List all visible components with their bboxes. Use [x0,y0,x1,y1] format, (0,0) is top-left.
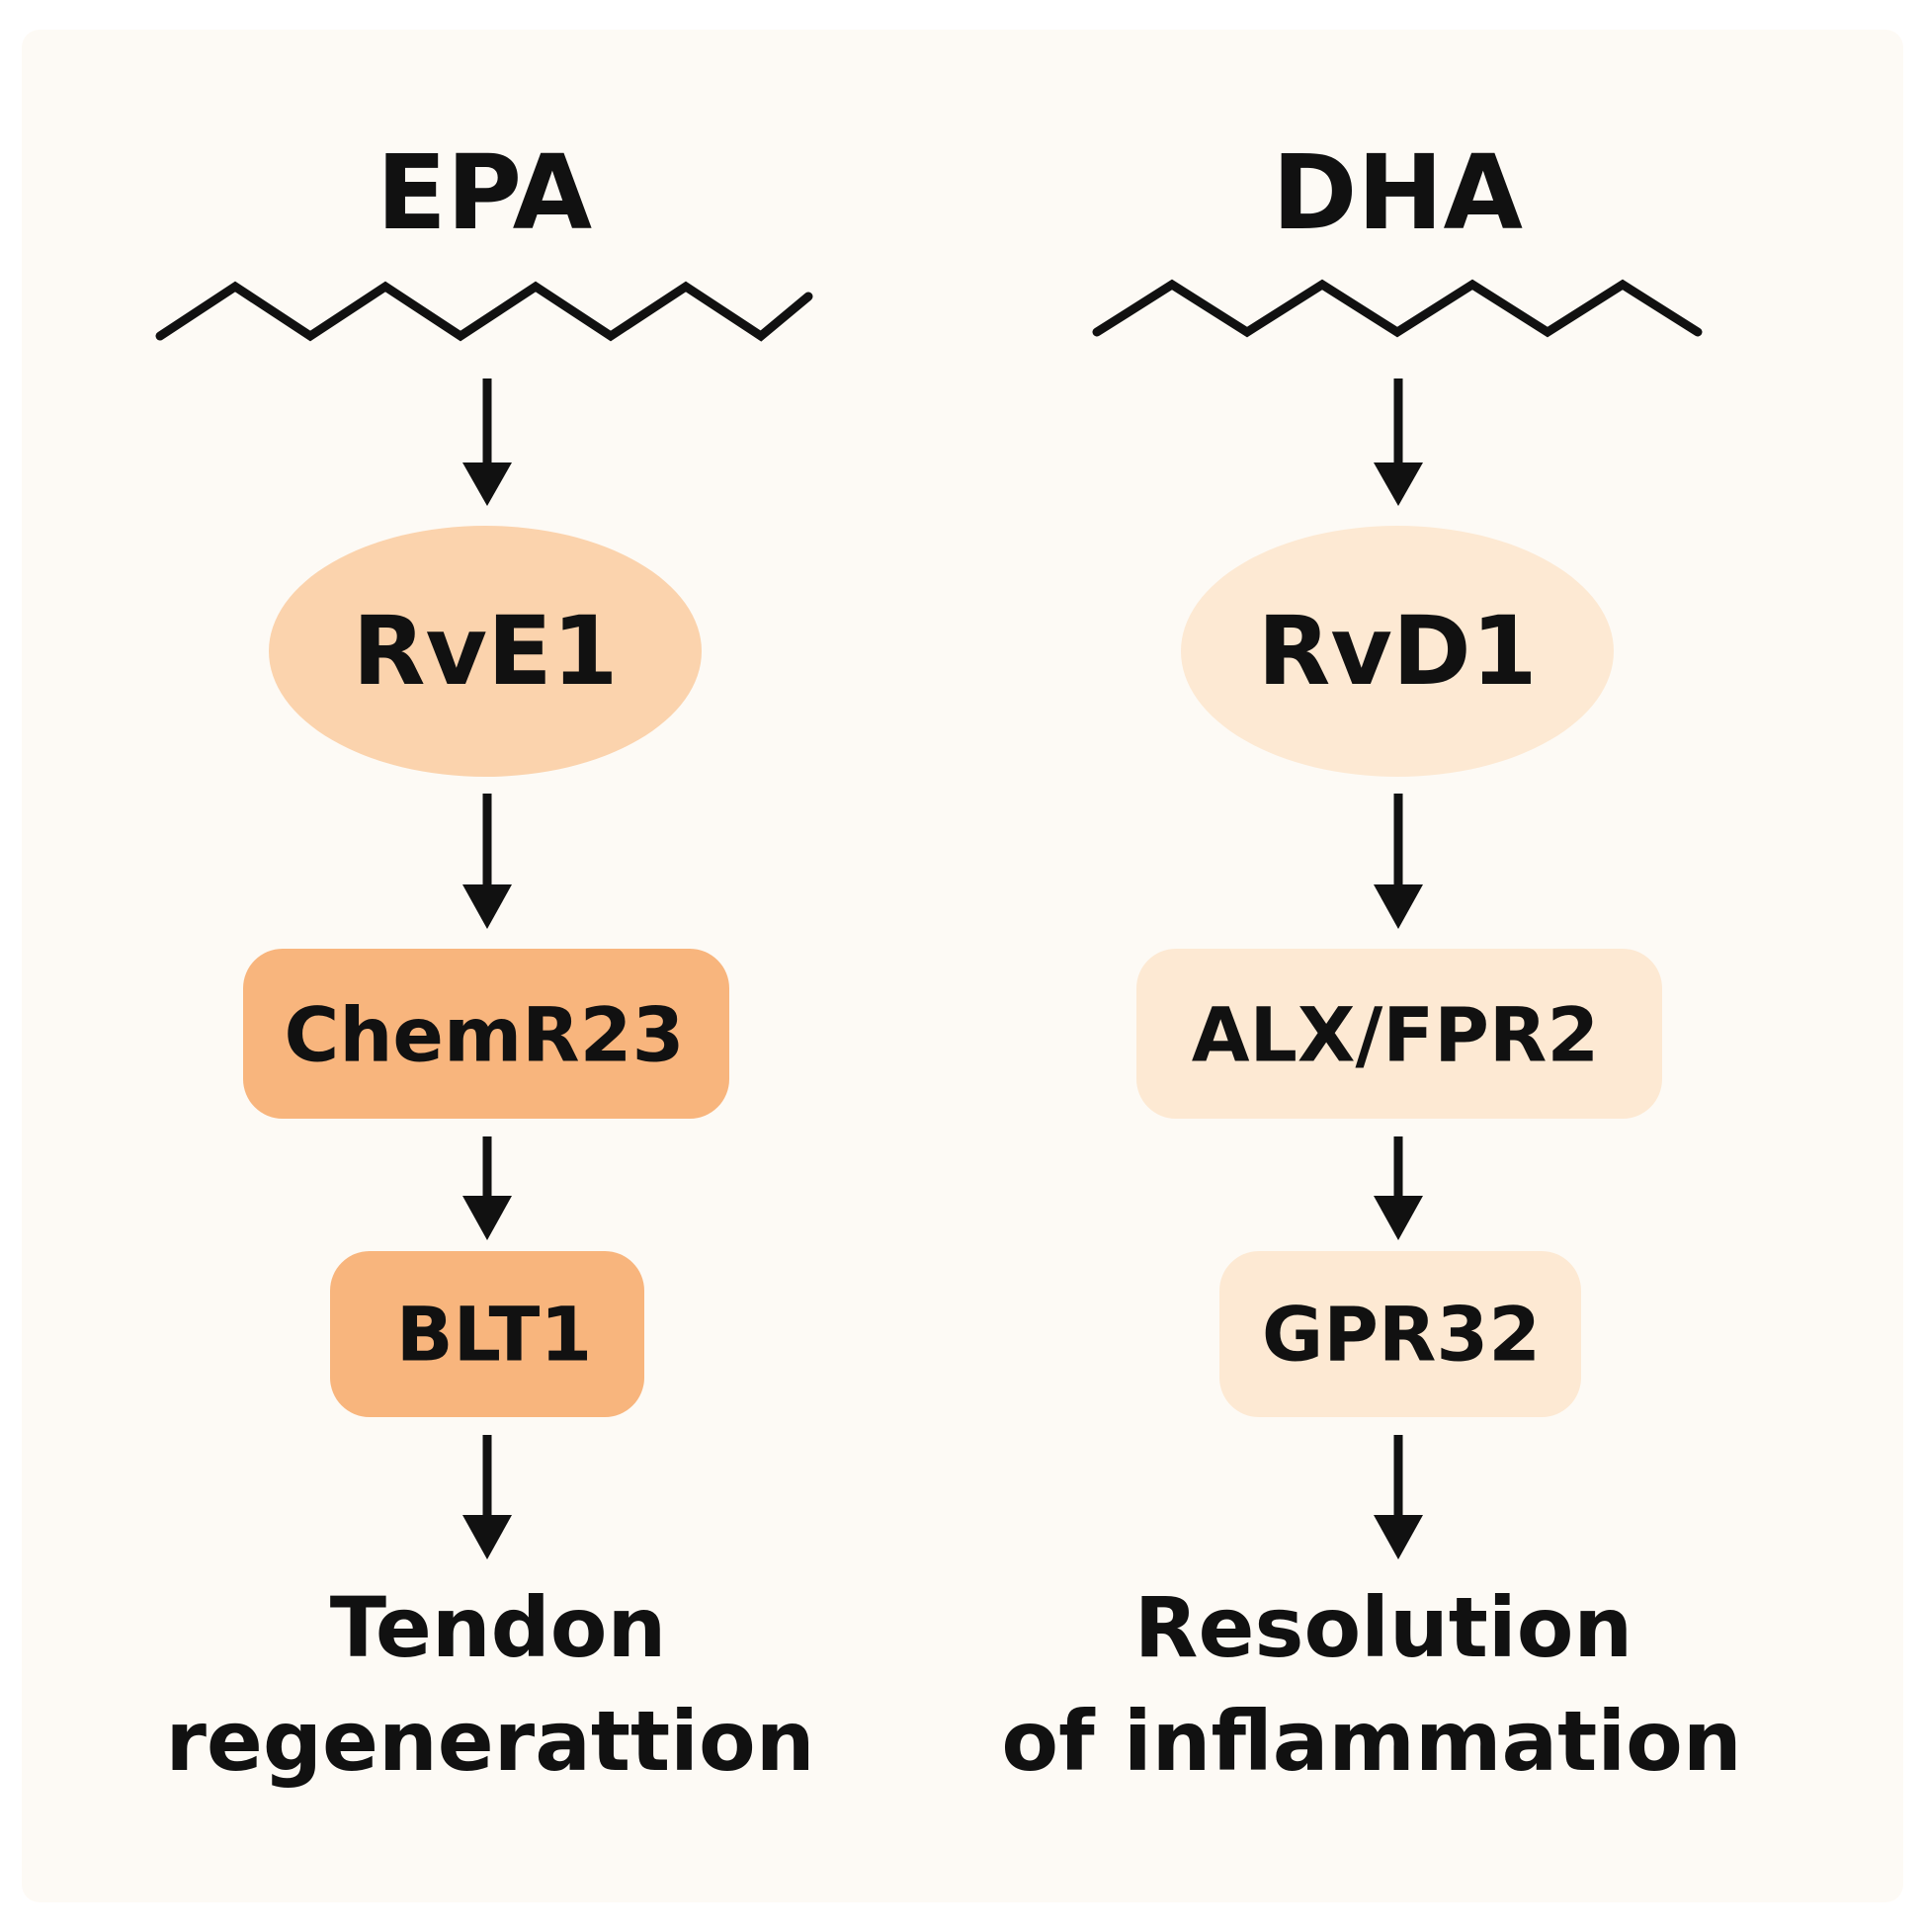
dha-arrow-mediator-to-receptor1 [1374,794,1423,929]
dha-receptor2-node [1219,1251,1581,1417]
epa-receptor1-label: ChemR23 [284,990,685,1079]
dha-outcome-line1: Resolution [1133,1578,1633,1676]
dha-acid-label: DHA [1272,131,1523,253]
epa-receptor1-node [243,949,729,1119]
dha-carbon-chain [1092,279,1703,338]
epa-mediator-node [269,526,702,777]
epa-outcome-line2: regenerattion [165,1692,815,1790]
dha-mediator-node [1181,526,1614,777]
epa-receptor2-node [330,1251,644,1417]
epa-receptor2-label: BLT1 [395,1290,593,1379]
dha-receptor1-label: ALX/FPR2 [1191,990,1600,1079]
epa-outcome-line1: Tendon [329,1578,667,1676]
dha-outcome-line2: of inflammation [1001,1692,1742,1790]
dha-arrow-receptor1-to-receptor2 [1374,1136,1423,1240]
dha-mediator-label: RvD1 [1257,596,1538,708]
epa-carbon-chain [155,281,813,342]
epa-arrow-receptor2-to-outcome [462,1435,512,1559]
epa-mediator-label: RvE1 [352,596,619,708]
dha-receptor1-node [1136,949,1662,1119]
epa-arrow-acid-to-mediator [462,378,512,506]
epa-arrow-mediator-to-receptor1 [462,794,512,929]
dha-receptor2-label: GPR32 [1261,1290,1542,1379]
epa-arrow-receptor1-to-receptor2 [462,1136,512,1240]
epa-acid-label: EPA [376,131,593,253]
dha-arrow-receptor2-to-outcome [1374,1435,1423,1559]
dha-arrow-acid-to-mediator [1374,378,1423,506]
